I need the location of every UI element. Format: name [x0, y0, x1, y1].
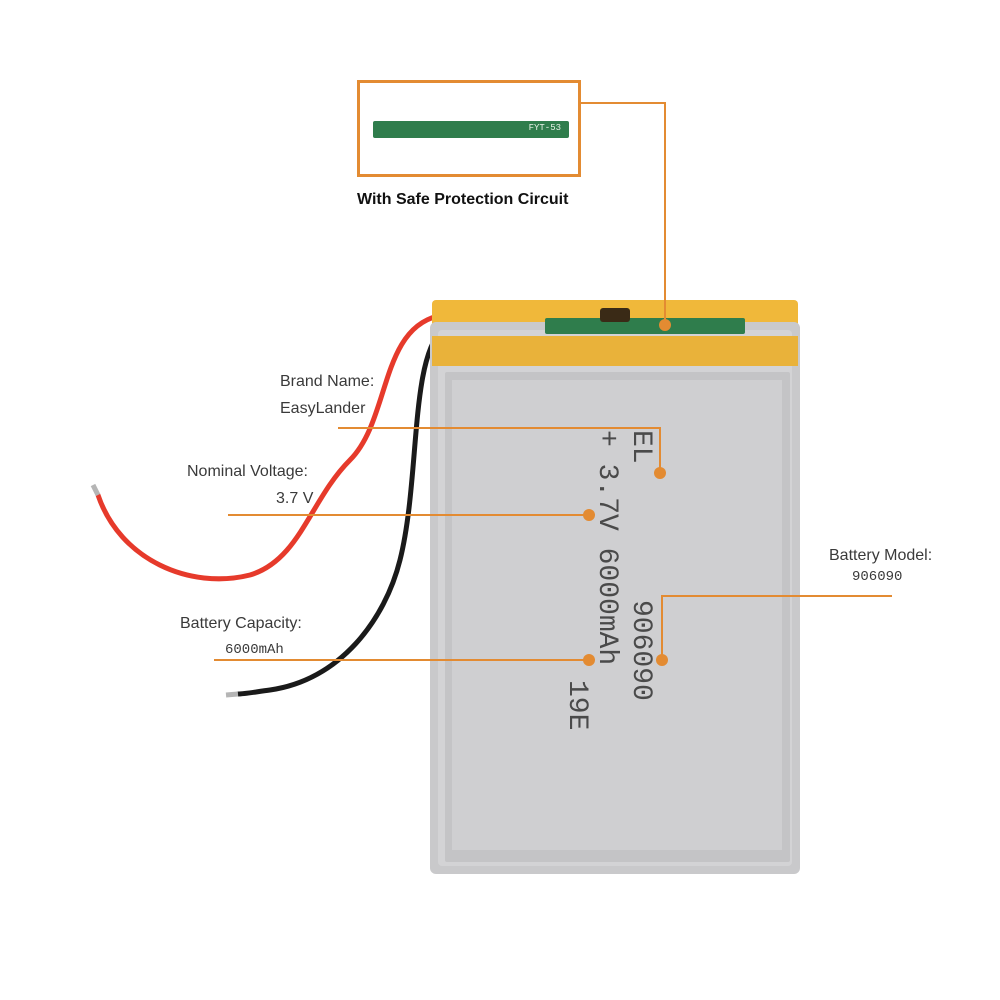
battery-brand-mark: EL — [625, 430, 656, 464]
capacity-label: Battery Capacity: — [180, 615, 302, 632]
model-dot — [656, 654, 668, 666]
pcb-board: FYT-53 — [373, 121, 569, 138]
battery-print-line1: + 3.7V 6000mAh — [591, 430, 622, 665]
voltage-dot — [583, 509, 595, 521]
red-wire-tip — [90, 483, 101, 497]
red-wire — [95, 313, 441, 582]
brand-dot — [654, 467, 666, 479]
capacity-dot — [583, 654, 595, 666]
brand-value: EasyLander — [280, 400, 366, 417]
battery-print: + 3.7V 6000mAh 906090 19E EL — [561, 430, 656, 730]
black-wire-tip — [225, 691, 239, 698]
battery-pack — [430, 300, 800, 874]
protection-dot — [659, 319, 671, 331]
brand-leader-line — [338, 427, 661, 470]
brand-label: Brand Name: — [280, 373, 375, 390]
battery-print-line3: 19E — [561, 680, 592, 730]
battery-print-line2: 906090 — [625, 600, 656, 701]
model-leader-line — [661, 595, 892, 660]
black-wire — [235, 327, 445, 697]
pcb-marking: FYT-53 — [528, 123, 561, 133]
protection-circuit-photo: FYT-53 — [357, 80, 581, 177]
protection-caption: With Safe Protection Circuit — [357, 191, 569, 208]
voltage-label: Nominal Voltage: — [187, 463, 308, 480]
protection-leader-line — [581, 102, 666, 322]
model-value: 906090 — [852, 569, 903, 585]
capacity-value: 6000mAh — [225, 642, 284, 658]
voltage-value: 3.7 V — [276, 490, 314, 507]
model-label: Battery Model: — [829, 547, 933, 564]
